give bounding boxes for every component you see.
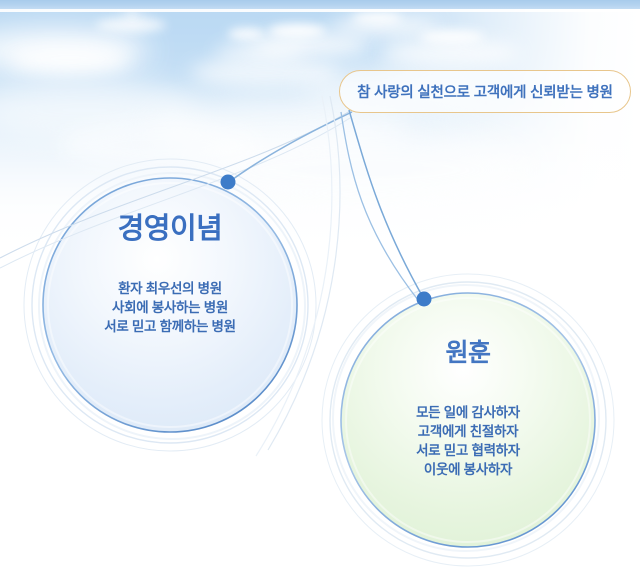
cloud-shape — [268, 24, 326, 38]
management-philosophy-content: 경영이념 환자 최우선의 병원 사회에 봉사하는 병원 서로 믿고 함께하는 병… — [50, 213, 290, 336]
motto-lines: 모든 일에 감사하자 고객에게 친절하자 서로 믿고 협력하자 이웃에 봉사하자 — [348, 403, 588, 479]
cloud-shape — [215, 44, 305, 60]
cloud-shape — [420, 30, 484, 44]
cloud-shape — [10, 46, 130, 72]
motto-line: 서로 믿고 협력하자 — [416, 442, 520, 458]
cloud-shape — [352, 12, 402, 24]
motto-content: 원훈 모든 일에 감사하자 고객에게 친절하자 서로 믿고 협력하자 이웃에 봉… — [348, 339, 588, 479]
management-philosophy-title: 경영이념 — [117, 213, 223, 245]
cloud-shape — [60, 120, 260, 170]
philosophy-line: 서로 믿고 함께하는 병원 — [104, 318, 236, 334]
cloud-shape — [127, 12, 137, 18]
management-philosophy-lines: 환자 최우선의 병원 사회에 봉사하는 병원 서로 믿고 함께하는 병원 — [50, 279, 290, 336]
top-white-hairline — [0, 9, 640, 12]
cloud-shape — [380, 40, 520, 66]
cloud-shape — [96, 18, 166, 32]
cloud-shape — [120, 14, 146, 22]
motto-line: 이웃에 봉사하자 — [423, 461, 513, 477]
philosophy-line: 환자 최우선의 병원 — [118, 280, 222, 296]
motto-line: 고객에게 친절하자 — [417, 423, 519, 439]
philosophy-line: 사회에 봉사하는 병원 — [112, 299, 228, 315]
top-blue-band — [0, 0, 640, 9]
slogan-callout: 참 사랑의 실천으로 고객에게 신뢰받는 병원 — [339, 70, 631, 113]
slogan-callout-text: 참 사랑의 실천으로 고객에게 신뢰받는 병원 — [357, 85, 613, 101]
cloud-shape — [228, 28, 264, 40]
motto-line: 모든 일에 감사하자 — [416, 404, 520, 420]
motto-title: 원훈 — [445, 339, 491, 367]
